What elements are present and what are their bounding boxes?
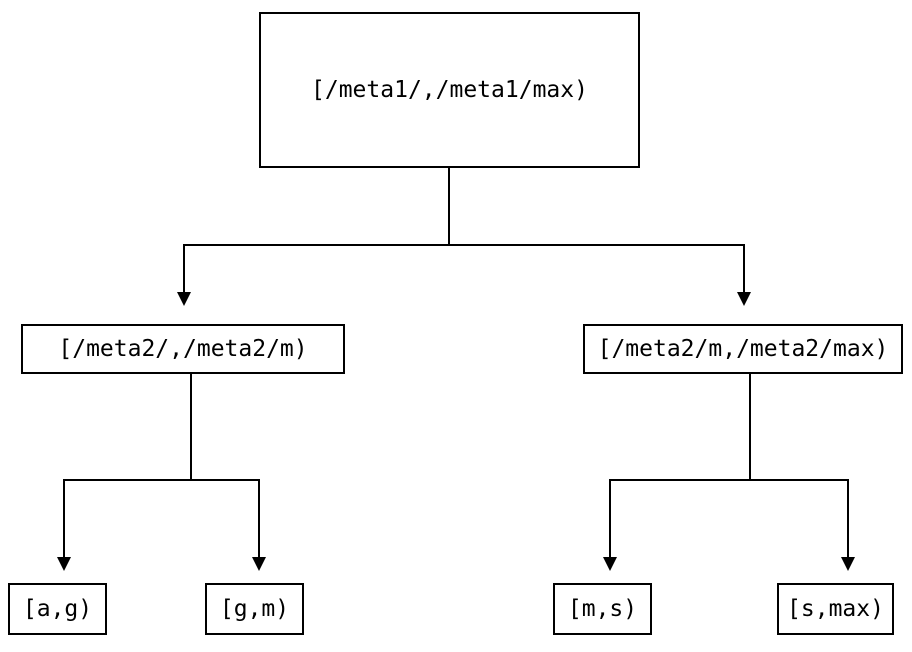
arrowhead-icon-mid-left (177, 292, 191, 306)
edge-midleft-to-leaves-group (57, 374, 266, 571)
arrowhead-icon-leaf-g-m (252, 557, 266, 571)
tree-node-leaf-s-max[interactable]: [s,max) (777, 583, 894, 635)
tree-node-mid-left-label: [/meta2/,/meta2/m) (58, 335, 308, 362)
tree-node-leaf-g-m-label: [g,m) (219, 595, 290, 622)
tree-node-root-label: [/meta1/,/meta1/max) (311, 76, 588, 103)
tree-node-leaf-s-max-label: [s,max) (787, 595, 884, 622)
tree-node-leaf-a-g[interactable]: [a,g) (8, 583, 107, 635)
tree-node-root[interactable]: [/meta1/,/meta1/max) (259, 12, 640, 168)
tree-node-mid-right[interactable]: [/meta2/m,/meta2/max) (583, 324, 903, 374)
arrowhead-icon-mid-right (737, 292, 751, 306)
edge-root-to-mid-group (177, 168, 751, 306)
tree-node-leaf-g-m[interactable]: [g,m) (205, 583, 304, 635)
arrowhead-icon-leaf-a-g (57, 557, 71, 571)
tree-node-leaf-a-g-label: [a,g) (22, 595, 93, 622)
tree-node-mid-right-label: [/meta2/m,/meta2/max) (597, 335, 889, 362)
tree-node-leaf-m-s-label: [m,s) (567, 595, 638, 622)
tree-node-mid-left[interactable]: [/meta2/,/meta2/m) (21, 324, 345, 374)
edge-midright-to-leaves-group (603, 374, 855, 571)
arrowhead-icon-leaf-s-max (841, 557, 855, 571)
tree-node-leaf-m-s[interactable]: [m,s) (553, 583, 652, 635)
arrowhead-icon-leaf-m-s (603, 557, 617, 571)
